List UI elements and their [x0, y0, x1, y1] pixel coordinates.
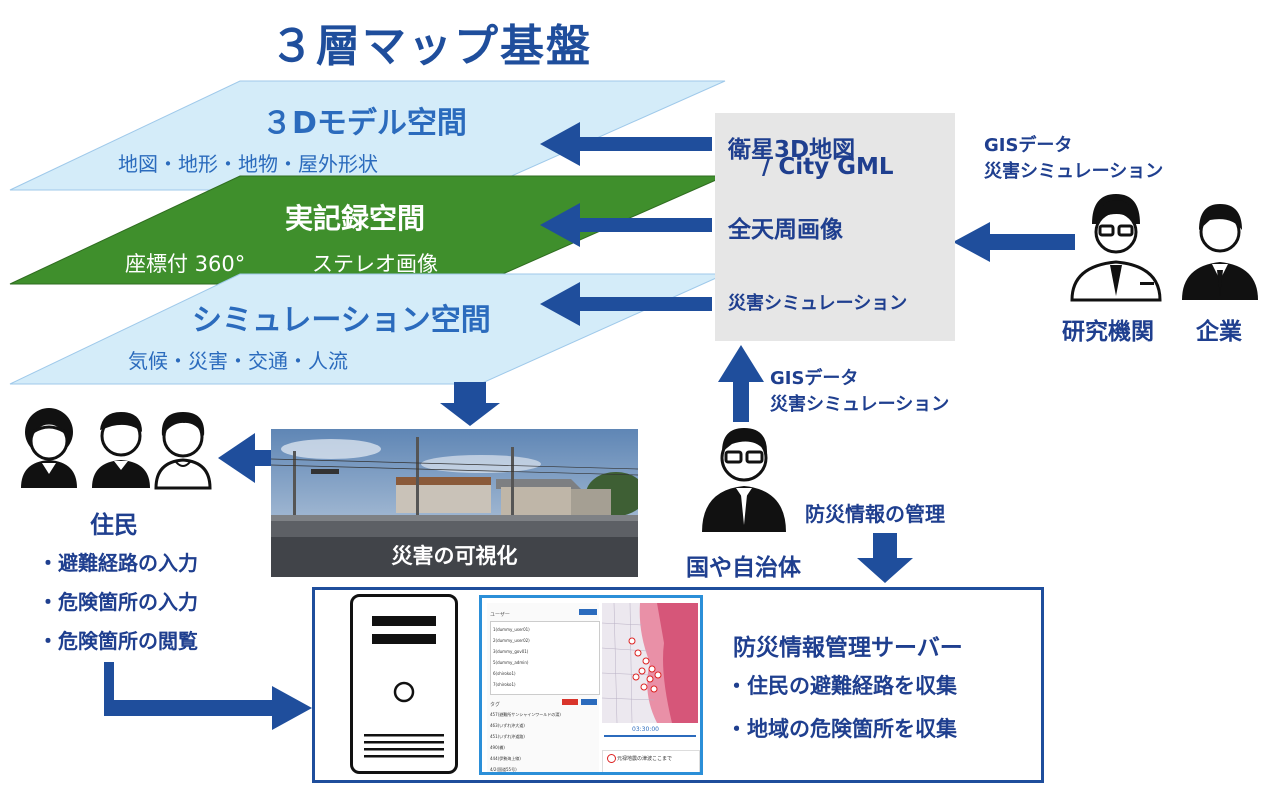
ui-user-row[interactable]: 5(dummy_admin) — [493, 660, 529, 665]
layer-3d-model-subtitle: 地図・地形・地物・屋外形状 — [118, 152, 378, 176]
elderly-woman-icon — [21, 408, 77, 488]
young-person-icon — [154, 412, 212, 490]
ui-tags-list[interactable]: 457(避難所サンシャインワールドの湯) 463(いずれ沖大道) 451(いずれ… — [490, 709, 598, 772]
gis-mid-line1: GISデータ — [770, 368, 859, 389]
ui-users-button[interactable] — [579, 609, 597, 615]
company-person-icon — [1182, 204, 1258, 300]
ui-note-text: 元禄地震の津波ここまで — [617, 756, 673, 762]
resident-bullet-danger-view: ・危険箇所の閲覧 — [38, 629, 198, 653]
server-bullet-dangers: ・地域の危険箇所を収集 — [726, 717, 957, 741]
management-ui-screenshot: ユーザー 1(dummy_user01) 2(dummy_user02) 3(d… — [479, 595, 703, 775]
server-tower-icon — [350, 594, 458, 774]
ui-map[interactable] — [601, 602, 698, 724]
arrow-to-simulation — [540, 282, 712, 326]
arrow-residents-to-server — [104, 662, 312, 730]
arrow-down-to-server — [857, 533, 913, 583]
disaster-mgmt-label: 防災情報の管理 — [805, 502, 945, 526]
arrow-from-research — [953, 222, 1075, 262]
resident-bullets: ・避難経路の入力 ・危険箇所の入力 ・危険箇所の閲覧 — [38, 544, 198, 661]
source-city-gml: / City GML — [762, 154, 894, 180]
ui-user-row[interactable]: 3(dummy_gov01) — [493, 649, 529, 654]
source-disaster-sim: 災害シミュレーション — [728, 293, 908, 314]
gis-mid-line2: 災害シミュレーション — [770, 394, 950, 415]
ui-timeline-slider[interactable] — [604, 735, 696, 737]
source-panorama: 全天周画像 — [728, 217, 843, 243]
ui-tag-row[interactable]: 444(伊勢海上線) — [490, 756, 521, 761]
ui-user-row[interactable]: 2(dummy_user02) — [493, 638, 530, 643]
ui-map-image — [601, 602, 698, 724]
ui-tag-row[interactable]: 457(避難所サンシャインワールドの湯) — [490, 712, 561, 717]
street-scene-image — [271, 429, 638, 577]
layer-real-record-subtitle-b: ステレオ画像 — [312, 252, 438, 276]
ui-tag-row[interactable]: 451(いずれ沖道路) — [490, 734, 525, 739]
ui-user-row[interactable]: 6(shiroko1) — [493, 671, 516, 676]
ui-users-label: ユーザー — [490, 612, 510, 618]
photo-caption: 災害の可視化 — [391, 544, 518, 568]
ui-users-list[interactable]: 1(dummy_user01) 2(dummy_user02) 3(dummy_… — [490, 621, 600, 695]
server-title: 防災情報管理サーバー — [733, 635, 963, 661]
company-label: 企業 — [1196, 319, 1242, 345]
disaster-visualization-photo — [271, 429, 638, 577]
ui-note-marker-icon — [607, 754, 616, 763]
arrow-down-to-photo — [440, 382, 500, 426]
ui-user-row[interactable]: 7(shiroko1) — [493, 682, 516, 687]
gis-top-line2: 災害シミュレーション — [984, 161, 1164, 182]
resident-bullet-route-input: ・避難経路の入力 — [38, 551, 198, 575]
ui-left-panel: ユーザー 1(dummy_user01) 2(dummy_user02) 3(d… — [487, 603, 600, 772]
ui-add-button[interactable] — [581, 699, 597, 705]
layer-3d-model-title: ３Dモデル空間 — [262, 106, 467, 141]
ui-tag-row[interactable]: 490(橋) — [490, 745, 505, 750]
ui-time-readout: 03:30:00 — [632, 726, 659, 733]
research-institute-label: 研究機関 — [1062, 319, 1154, 345]
man-icon — [92, 412, 150, 488]
layer-real-record-subtitle-a: 座標付 360° — [125, 252, 246, 276]
data-source-box — [715, 113, 955, 341]
ui-tag-row[interactable]: 463(いずれ沖大道) — [490, 723, 525, 728]
government-label: 国や自治体 — [686, 555, 801, 581]
ui-tags-label: タグ — [490, 702, 501, 708]
resident-bullet-danger-input: ・危険箇所の入力 — [38, 590, 198, 614]
ui-user-row[interactable]: 1(dummy_user01) — [493, 627, 530, 632]
source-satellite-map: 衛星3D地図 — [728, 137, 856, 163]
researcher-icon — [1070, 194, 1162, 302]
layer-simulation-title: シミュレーション空間 — [192, 303, 491, 338]
gis-top-line1: GISデータ — [984, 135, 1073, 156]
arrow-up-to-source — [718, 345, 764, 422]
official-icon — [702, 428, 786, 532]
server-bullet-routes: ・住民の避難経路を収集 — [726, 674, 957, 698]
residents-label: 住民 — [90, 511, 138, 539]
ui-note-box: 元禄地震の津波ここまで — [602, 750, 700, 772]
arrow-to-real-record — [540, 203, 712, 247]
page-title: ３層マップ基盤 — [270, 21, 592, 72]
arrow-to-3d-model — [540, 122, 712, 166]
ui-delete-button[interactable] — [562, 699, 578, 705]
ui-tag-row[interactable]: 4/2(国道55号) — [490, 767, 517, 772]
layer-simulation-subtitle: 気候・災害・交通・人流 — [128, 349, 348, 373]
arrow-to-residents — [218, 433, 272, 483]
layer-real-record-title: 実記録空間 — [285, 202, 426, 235]
